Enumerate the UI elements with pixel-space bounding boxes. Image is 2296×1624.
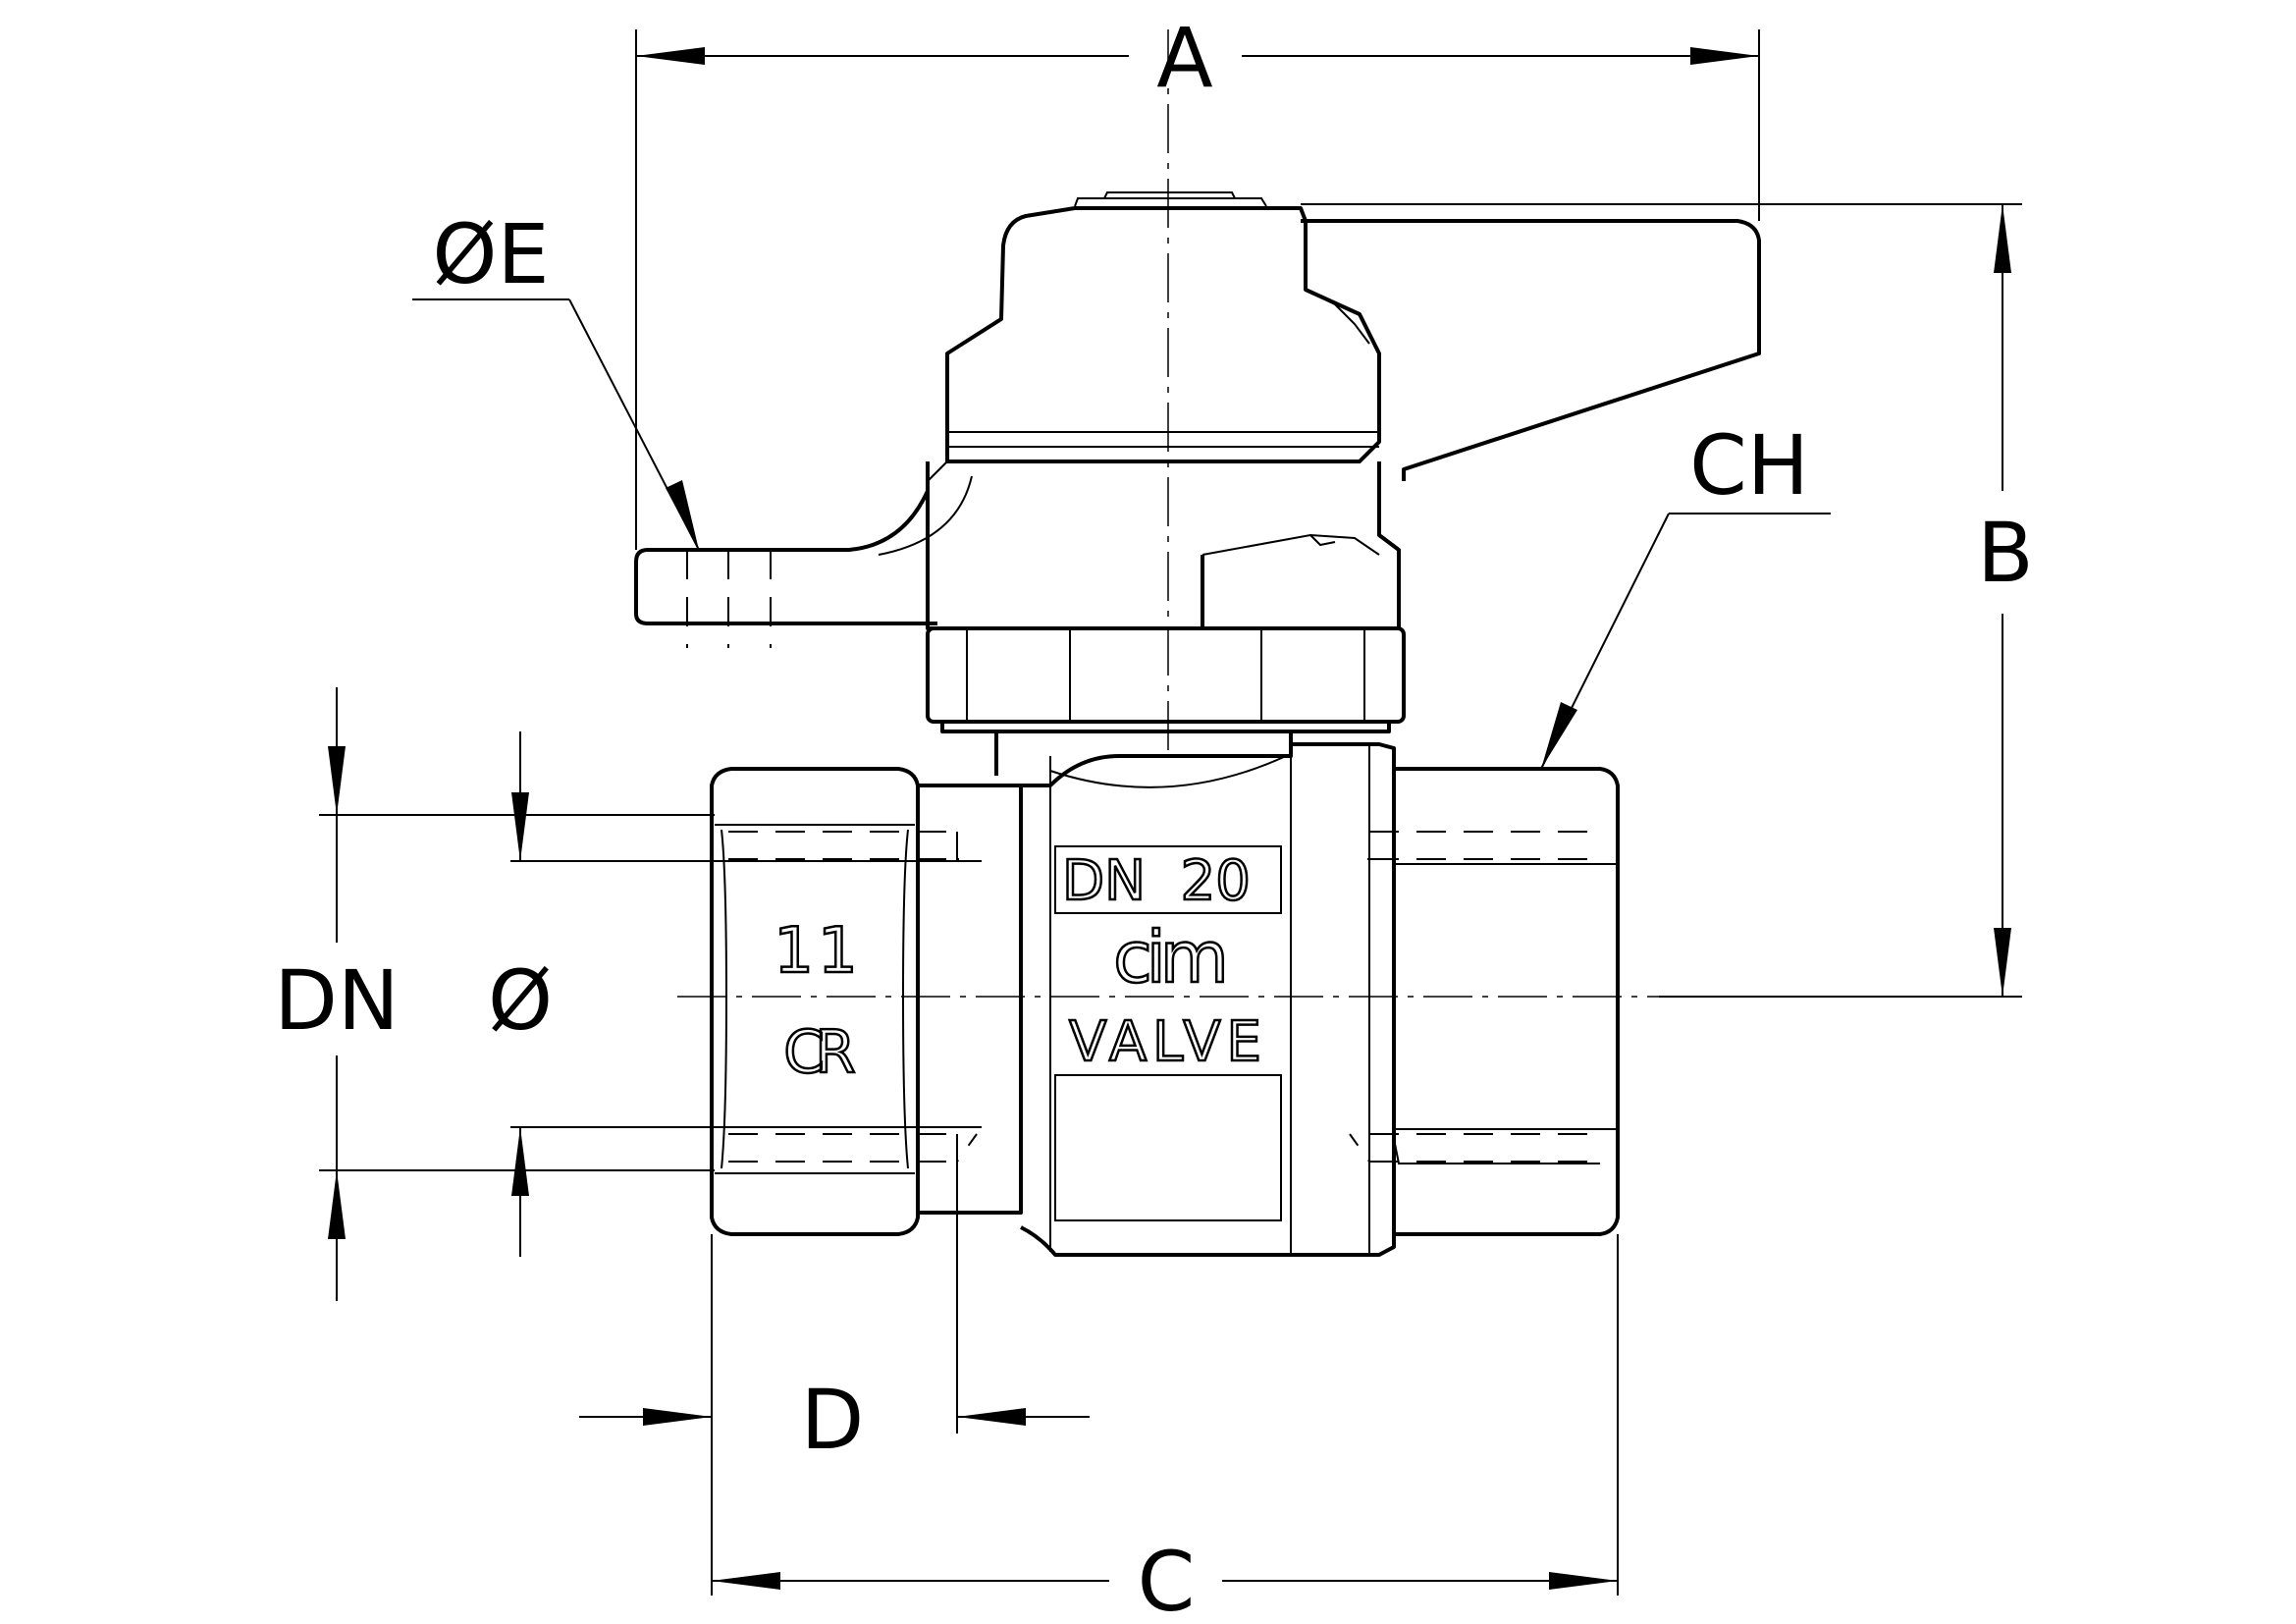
stem-nut <box>926 626 1406 776</box>
dimension-c: C <box>711 1234 1619 1624</box>
center-lines <box>677 29 1659 998</box>
dimension-dn: DN <box>274 687 715 1301</box>
body-markings: DN 20 cim VALVE 11 CR <box>773 848 1267 1089</box>
dimension-dn-label: DN <box>274 952 400 1049</box>
thread-hidden-lines <box>728 831 1600 1165</box>
lever-handle <box>634 191 1761 648</box>
logo-marking: CR <box>783 1018 854 1087</box>
dimension-d-label: D <box>801 1372 865 1468</box>
size-marking: DN 20 <box>1062 849 1251 913</box>
dimension-a: A <box>635 10 1760 550</box>
dimension-e: ØE <box>412 206 700 551</box>
dimension-ch: CH <box>1540 417 1831 770</box>
dimension-e-label: ØE <box>432 206 549 302</box>
dimension-b-label: B <box>1977 505 2034 601</box>
number-marking: 11 <box>774 915 861 988</box>
dimension-b: B <box>1301 203 2034 998</box>
dimension-d: D <box>579 1162 1090 1468</box>
dimension-phi: Ø <box>488 731 982 1257</box>
brand-marking: cim <box>1113 916 1224 999</box>
dimension-c-label: C <box>1138 1534 1196 1624</box>
type-marking: VALVE <box>1069 1010 1267 1074</box>
dimension-ch-label: CH <box>1689 417 1809 514</box>
dimension-phi-label: Ø <box>488 952 553 1049</box>
valve-body <box>710 742 1620 1257</box>
dimension-a-label: A <box>1156 10 1212 106</box>
